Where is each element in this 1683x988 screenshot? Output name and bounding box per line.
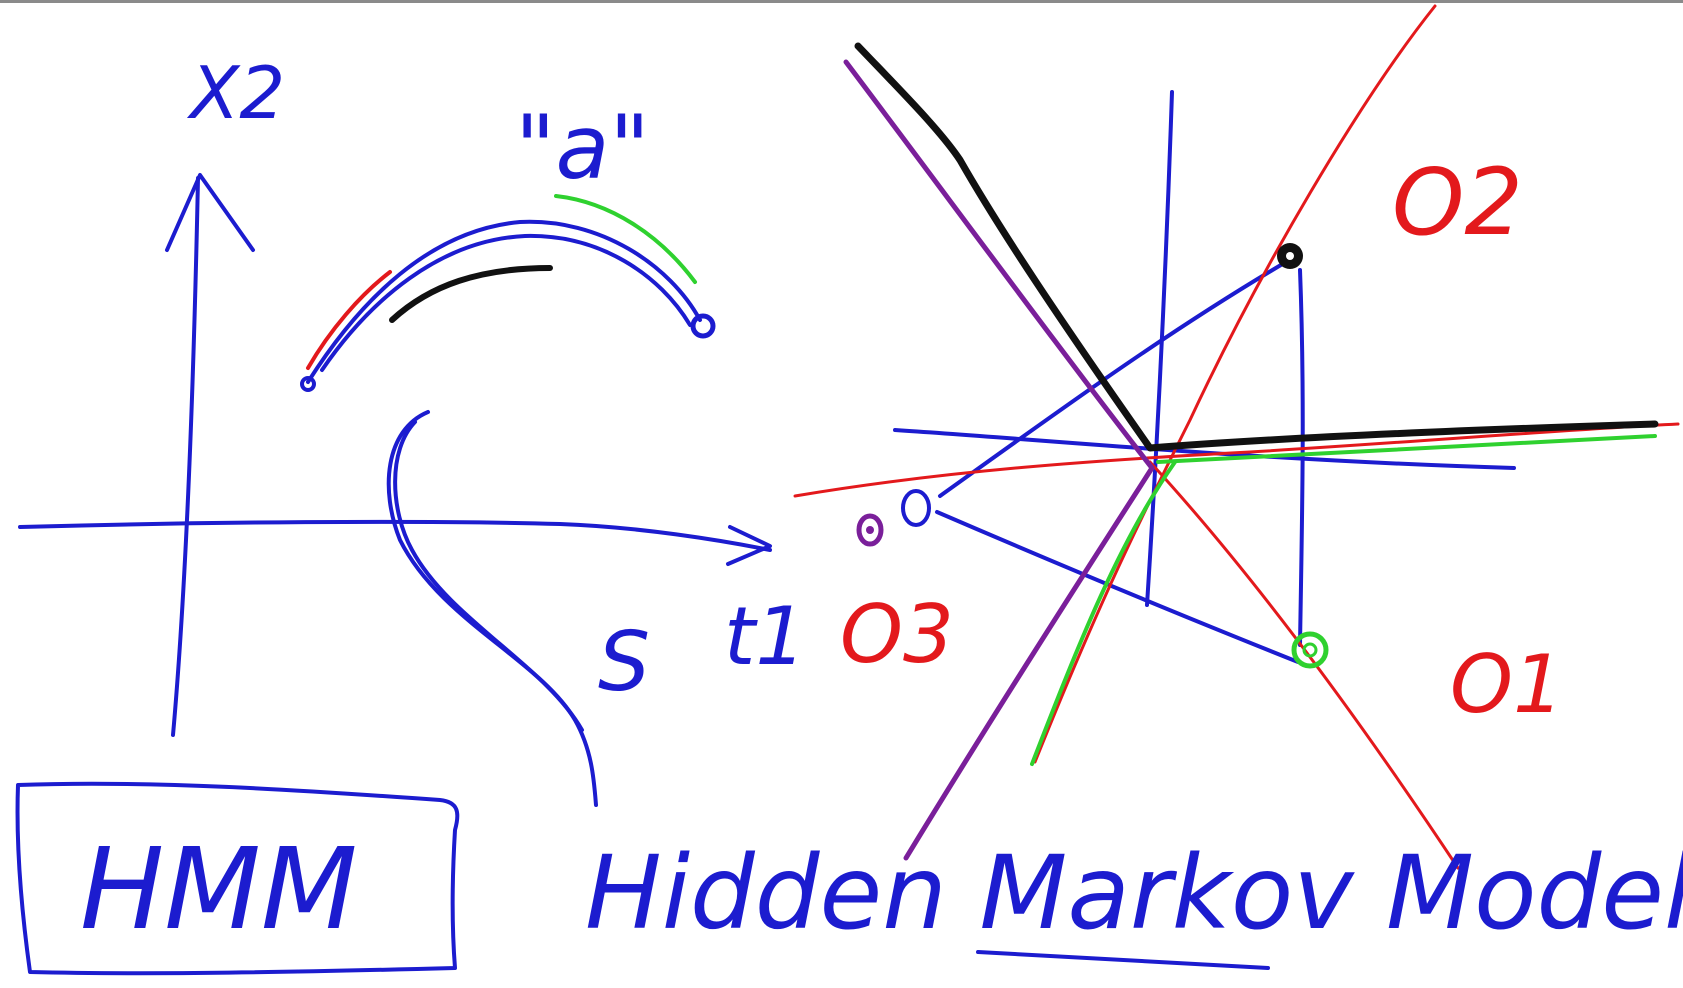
purple-lower-line <box>903 465 1155 861</box>
blue-o-point <box>901 489 931 527</box>
t1-axis-label: t1 <box>724 590 806 683</box>
purple-point <box>856 513 884 547</box>
blue-connector-lower <box>935 510 1300 664</box>
trajectory-s <box>386 410 598 807</box>
blue-right-vertical <box>1298 268 1305 647</box>
hmm-label: HMM <box>80 825 357 955</box>
purple-point-inner <box>866 526 874 534</box>
o2-label: O2 <box>1392 149 1523 256</box>
purple-upper-line <box>843 59 1155 471</box>
caption-hidden-markov-model: Hidden Markov Model <box>585 834 1683 953</box>
green-point-inner <box>1302 642 1318 658</box>
x2-axis-label: X2 <box>186 51 285 135</box>
green-lower-line <box>1030 460 1177 766</box>
x-axis-line <box>18 519 772 552</box>
blue-connector-upper <box>938 260 1288 498</box>
green-segment <box>554 194 697 284</box>
green-point <box>1291 631 1329 669</box>
red-diagonal-long <box>1033 4 1437 764</box>
black-boundary <box>854 42 1659 452</box>
o1-label: O1 <box>1450 638 1564 731</box>
trajectory-end-dot <box>690 313 716 339</box>
y-axis-line <box>171 176 200 737</box>
coordinate-axes <box>18 173 772 737</box>
hmm-box-outline <box>15 781 460 976</box>
window-top-border <box>0 0 1683 3</box>
y-axis-arrowhead <box>165 173 255 252</box>
black-segment <box>389 265 553 323</box>
black-point-inner <box>1286 252 1294 260</box>
quote-a-label: "a" <box>515 96 650 199</box>
green-right-line <box>1156 434 1657 464</box>
red-horizontal <box>793 422 1680 498</box>
s-label: S <box>598 615 650 710</box>
red-diagonal-lower <box>1148 460 1460 870</box>
o3-label: O3 <box>840 588 954 681</box>
x-axis-arrowhead <box>726 525 772 566</box>
partition-diagram <box>793 4 1680 870</box>
blue-vertical-line <box>1145 90 1174 607</box>
trajectory-start-dot <box>300 376 316 392</box>
red-segment <box>306 270 392 370</box>
trajectory-a <box>300 194 716 392</box>
markov-underline <box>976 950 1270 970</box>
hmm-box: HMM <box>15 781 460 976</box>
